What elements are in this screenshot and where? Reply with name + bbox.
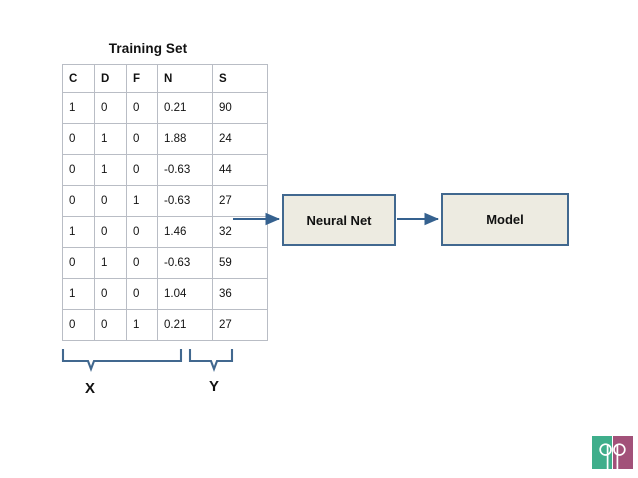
cell: 0 bbox=[94, 309, 127, 341]
process-box-model: Model bbox=[441, 193, 569, 246]
table-row: 0 0 1 0.21 27 bbox=[62, 309, 268, 341]
cell: 1 bbox=[94, 247, 127, 279]
cell: 0 bbox=[126, 216, 158, 248]
cell: 1.04 bbox=[157, 278, 213, 310]
logo-letter-p-icon bbox=[613, 443, 626, 469]
training-set-table: C D F N S 1 0 0 0.21 90 0 1 0 1.88 24 bbox=[62, 64, 268, 341]
cell: -0.63 bbox=[157, 154, 213, 186]
logo-letter-q-icon bbox=[599, 443, 612, 469]
cell: 0 bbox=[94, 185, 127, 217]
cell: 0 bbox=[62, 185, 95, 217]
cell: 32 bbox=[212, 216, 268, 248]
process-box-neural-net: Neural Net bbox=[282, 194, 396, 246]
column-header-f: F bbox=[126, 64, 158, 93]
cell: -0.63 bbox=[157, 247, 213, 279]
table-row: 1 0 0 1.46 32 bbox=[62, 216, 268, 248]
brace-label-x: X bbox=[84, 380, 95, 397]
logo-square-teal bbox=[592, 436, 612, 469]
table-row: 1 0 0 1.04 36 bbox=[62, 278, 268, 310]
cell: -0.63 bbox=[157, 185, 213, 217]
brace-label-y: Y bbox=[208, 378, 219, 395]
cell: 0.21 bbox=[157, 92, 213, 124]
table-row: 0 1 0 -0.63 59 bbox=[62, 247, 268, 279]
cell: 1 bbox=[94, 123, 127, 155]
cell: 0 bbox=[62, 247, 95, 279]
cell: 0 bbox=[94, 278, 127, 310]
column-header-s: S bbox=[212, 64, 268, 93]
logo-square-purple bbox=[613, 436, 633, 469]
cell: 0 bbox=[94, 92, 127, 124]
cell: 0 bbox=[62, 123, 95, 155]
brand-logo bbox=[592, 436, 633, 469]
cell: 44 bbox=[212, 154, 268, 186]
cell: 27 bbox=[212, 309, 268, 341]
cell: 1 bbox=[94, 154, 127, 186]
cell: 24 bbox=[212, 123, 268, 155]
cell: 1 bbox=[62, 92, 95, 124]
cell: 27 bbox=[212, 185, 268, 217]
brace-x bbox=[61, 348, 183, 372]
cell: 0 bbox=[94, 216, 127, 248]
cell: 1.46 bbox=[157, 216, 213, 248]
table-row: 1 0 0 0.21 90 bbox=[62, 92, 268, 124]
cell: 1 bbox=[62, 278, 95, 310]
cell: 1.88 bbox=[157, 123, 213, 155]
cell: 0 bbox=[62, 154, 95, 186]
cell: 0 bbox=[126, 278, 158, 310]
cell: 0.21 bbox=[157, 309, 213, 341]
table-row: 0 1 0 -0.63 44 bbox=[62, 154, 268, 186]
cell: 0 bbox=[62, 309, 95, 341]
column-header-n: N bbox=[157, 64, 213, 93]
table-row: 0 0 1 -0.63 27 bbox=[62, 185, 268, 217]
cell: 0 bbox=[126, 123, 158, 155]
cell: 59 bbox=[212, 247, 268, 279]
table-row: 0 1 0 1.88 24 bbox=[62, 123, 268, 155]
cell: 1 bbox=[126, 309, 158, 341]
cell: 1 bbox=[62, 216, 95, 248]
column-header-d: D bbox=[94, 64, 127, 93]
cell: 90 bbox=[212, 92, 268, 124]
cell: 36 bbox=[212, 278, 268, 310]
cell: 0 bbox=[126, 154, 158, 186]
column-header-c: C bbox=[62, 64, 95, 93]
cell: 0 bbox=[126, 92, 158, 124]
brace-y bbox=[188, 348, 234, 372]
page-title: Training Set bbox=[108, 41, 188, 56]
cell: 0 bbox=[126, 247, 158, 279]
cell: 1 bbox=[126, 185, 158, 217]
table-header-row: C D F N S bbox=[62, 64, 268, 93]
